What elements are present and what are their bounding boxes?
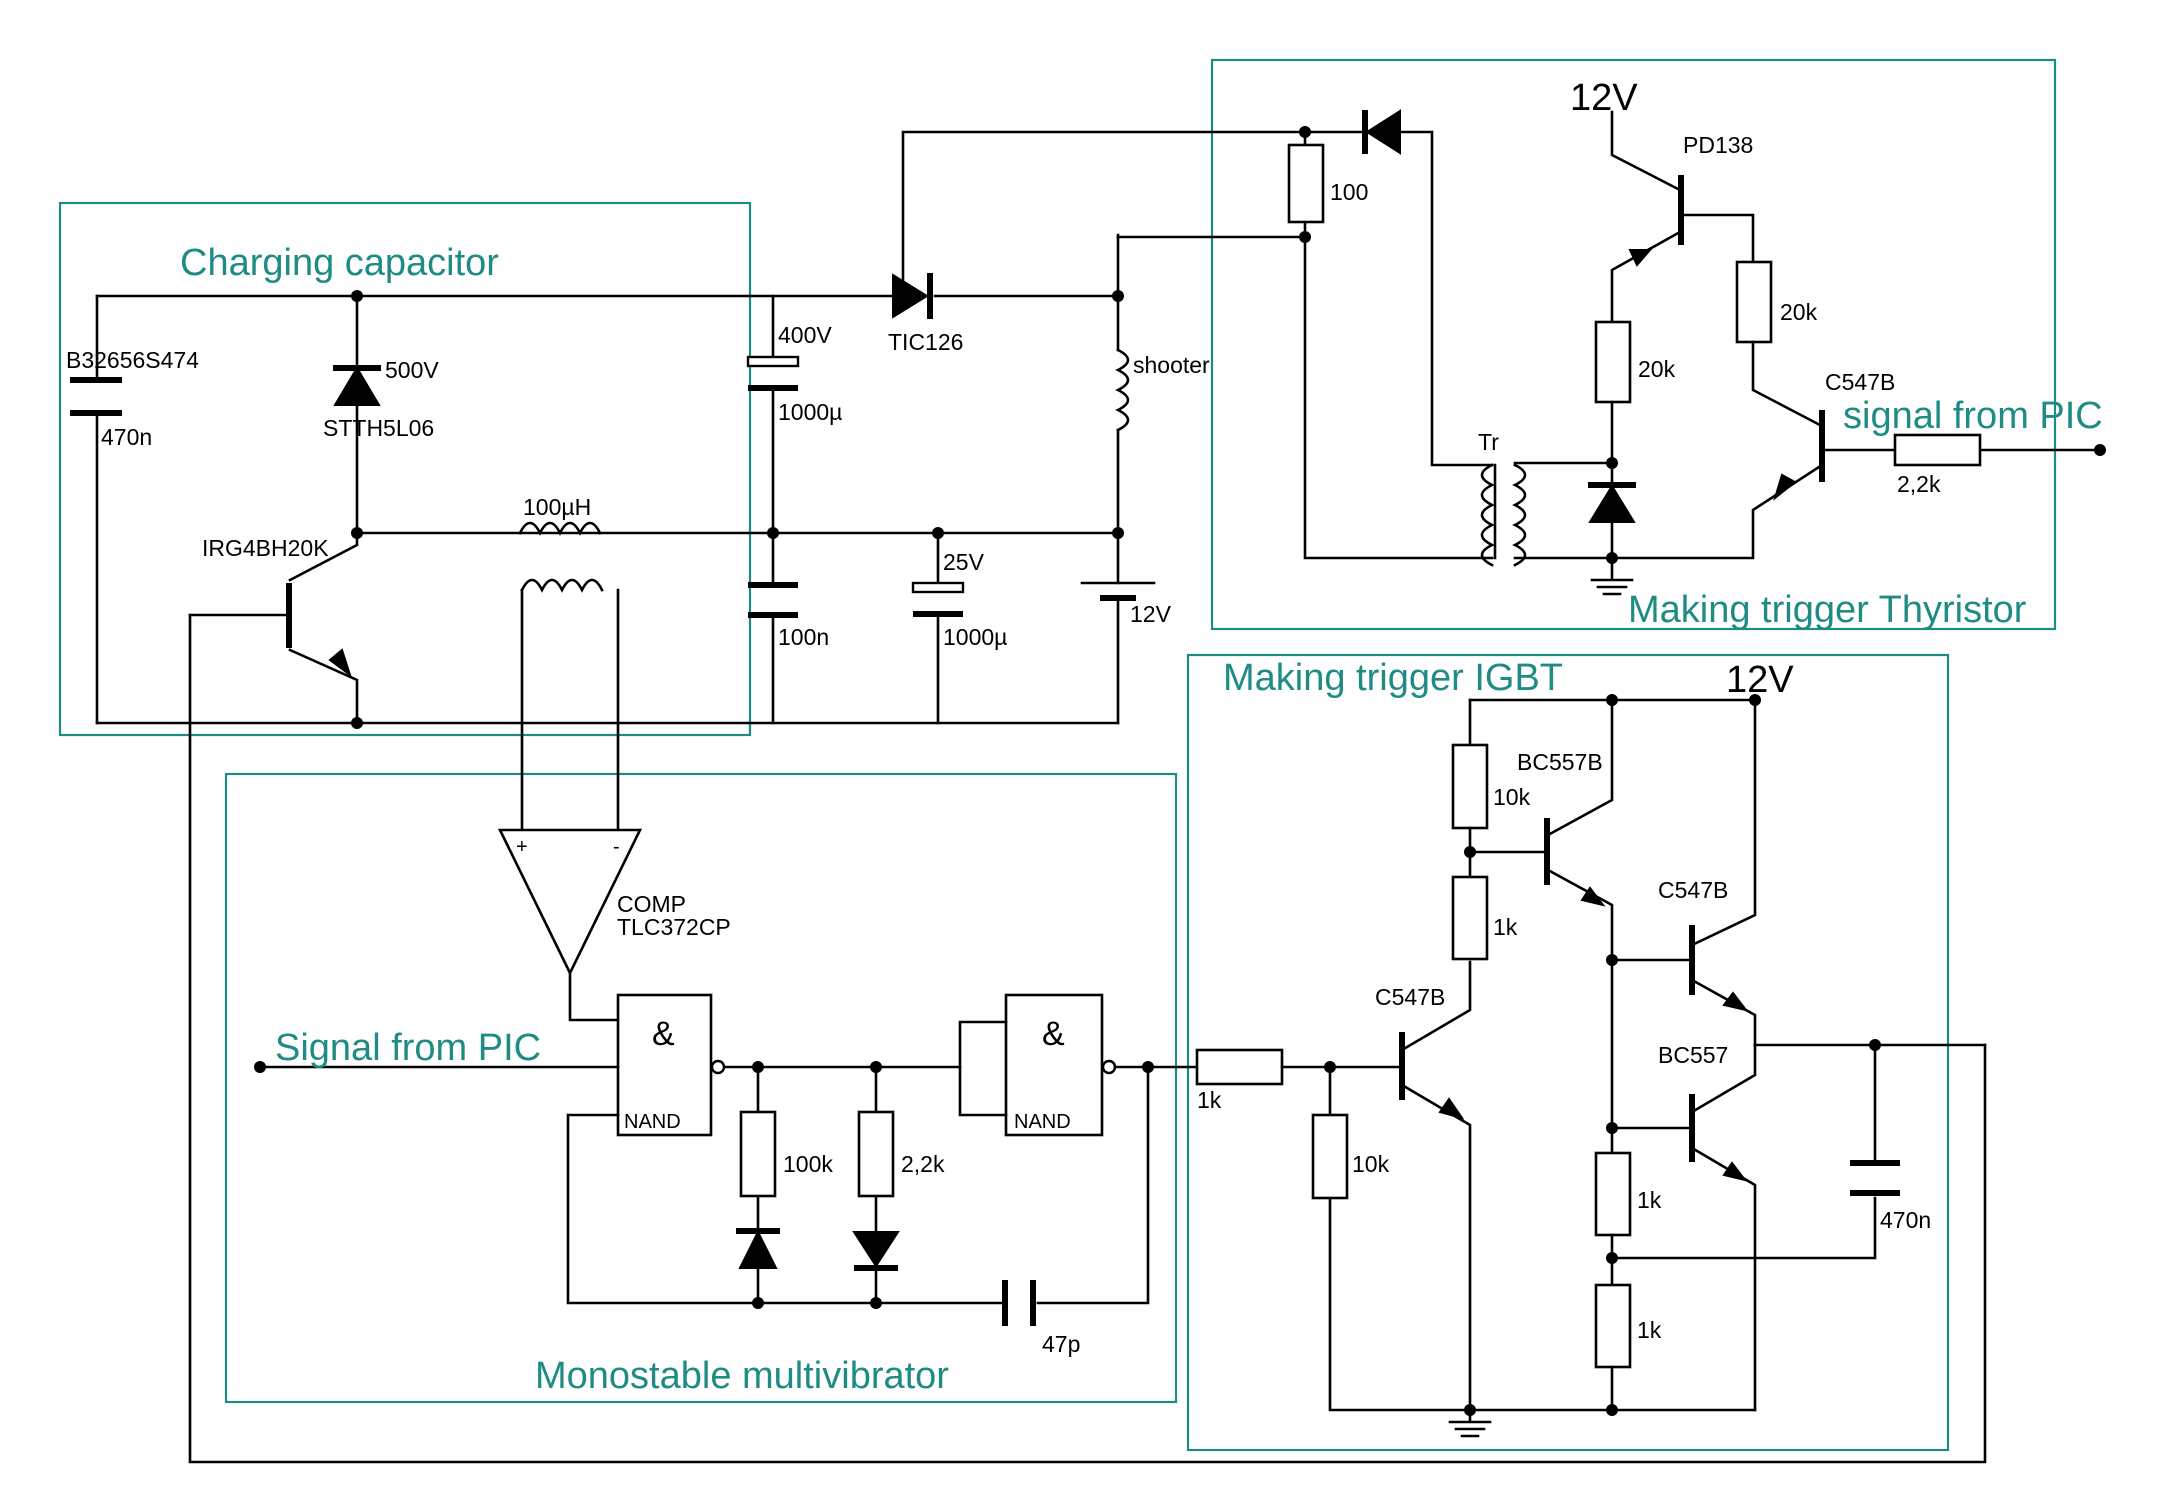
- res-2k2-mono-label: 2,2k: [901, 1151, 945, 1177]
- cap-400v-label: 400V: [778, 322, 832, 348]
- thyristor-label: TIC126: [888, 329, 963, 355]
- supply-12v-top: 12V: [1570, 77, 1638, 119]
- shooter-label: shooter: [1133, 352, 1210, 378]
- inductor-label: 100µH: [523, 494, 591, 520]
- battery-12v-label: 12V: [1130, 601, 1172, 627]
- res-10k-input-label: 10k: [1352, 1151, 1390, 1177]
- charging-circuit: [70, 130, 1987, 1464]
- res-1k-a-label: 1k: [1637, 1187, 1662, 1213]
- c547b-thyristor-label: C547B: [1825, 369, 1895, 395]
- cap-1000u-b-label: 1000µ: [943, 624, 1007, 650]
- comp-label: COMP: [617, 891, 686, 917]
- monostable-circuit: [254, 828, 1199, 1326]
- cap-470n-output-label: 470n: [1880, 1207, 1931, 1233]
- comp-model-label: TLC372CP: [617, 914, 731, 940]
- res-10k-top-label: 10k: [1493, 784, 1531, 810]
- signal-label-lower: Signal from PIC: [275, 1027, 541, 1069]
- res-1k-b-label: 1k: [1637, 1317, 1662, 1343]
- diode-stth-label: STTH5L06: [323, 415, 434, 441]
- c547b-upper-label: C547B: [1658, 877, 1728, 903]
- bc557b-label: BC557B: [1517, 749, 1603, 775]
- igbt-trigger-circuit: [1195, 694, 1987, 1438]
- cap-b32656-label: B32656S474: [66, 347, 199, 373]
- comp-plus-pin: +: [516, 836, 528, 858]
- res-1k-mid-label: 1k: [1493, 914, 1518, 940]
- box-monostable: [224, 772, 1178, 1404]
- signal-label-upper: signal from PIC: [1843, 395, 2103, 437]
- box-charging-capacitor: [58, 201, 752, 737]
- box-thyristor-trigger: [1210, 58, 2057, 631]
- section-title-igbt: Making trigger IGBT: [1223, 657, 1563, 699]
- res-20k-right-label: 20k: [1780, 299, 1818, 325]
- res-100k-label: 100k: [783, 1151, 833, 1177]
- nand1-label: NAND: [624, 1111, 681, 1133]
- cap-47p-label: 47p: [1042, 1331, 1080, 1357]
- section-title-thyristor: Making trigger Thyristor: [1628, 589, 2027, 631]
- section-title-monostable: Monostable multivibrator: [535, 1355, 949, 1397]
- res-20k-left-label: 20k: [1638, 356, 1676, 382]
- box-igbt-trigger: [1186, 653, 1950, 1452]
- igbt-label: IRG4BH20K: [202, 535, 329, 561]
- res-2k2-signal-label: 2,2k: [1897, 471, 1941, 497]
- pd138-label: PD138: [1683, 132, 1753, 158]
- section-title-charging: Charging capacitor: [180, 242, 499, 284]
- cap-1000u-a-label: 1000µ: [778, 399, 842, 425]
- cap-25v-label: 25V: [943, 549, 985, 575]
- thyristor-trigger-circuit: [1116, 109, 2106, 596]
- c547b-lower-label: C547B: [1375, 984, 1445, 1010]
- bc557-label: BC557: [1658, 1042, 1728, 1068]
- nand2-symbol: &: [1042, 1015, 1065, 1053]
- diode-500v-label: 500V: [385, 357, 439, 383]
- cap-470n-label: 470n: [101, 424, 152, 450]
- nand1-symbol: &: [652, 1015, 675, 1053]
- nand2-label: NAND: [1014, 1111, 1071, 1133]
- res-100-label: 100: [1330, 179, 1368, 205]
- comp-minus-pin: -: [613, 836, 620, 858]
- res-1k-input-label: 1k: [1197, 1087, 1222, 1113]
- cap-100n-label: 100n: [778, 624, 829, 650]
- transformer-label: Tr: [1478, 429, 1499, 455]
- supply-12v-mid: 12V: [1726, 659, 1794, 701]
